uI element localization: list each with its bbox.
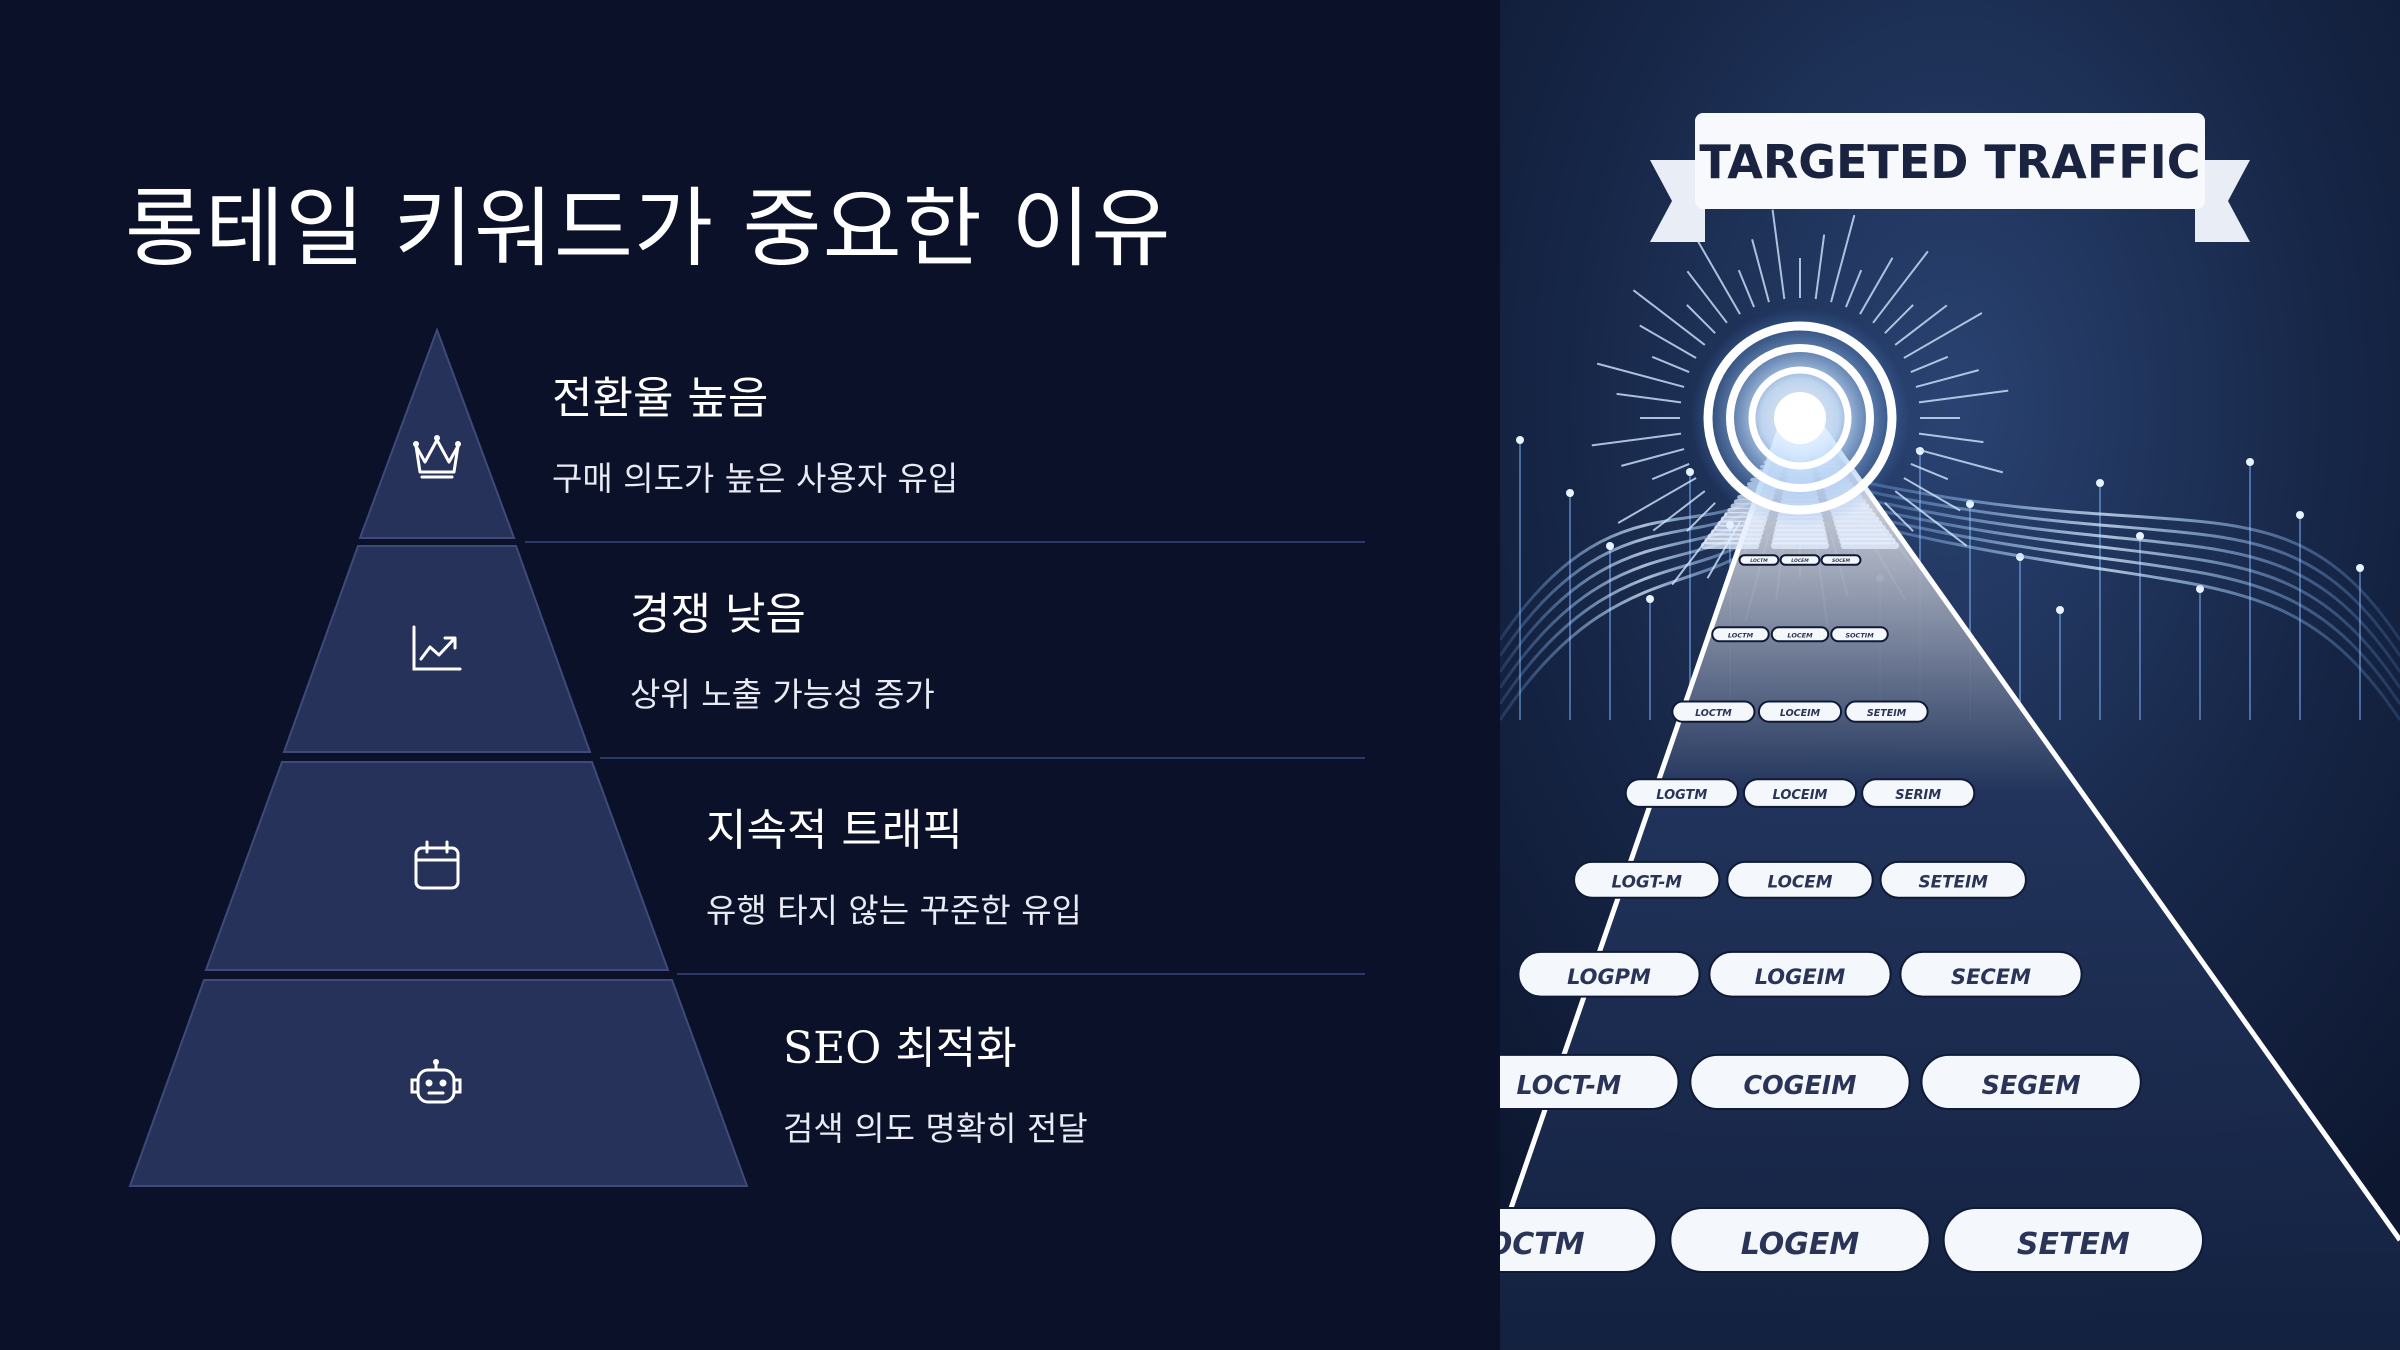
keyword-pill-label: LOCEIM	[1780, 708, 1821, 719]
keyword-pill-label: LOCTM	[1695, 708, 1732, 719]
keyword-pill-label: LOCTM	[1750, 558, 1768, 564]
keyword-pill: LOCEM	[1779, 554, 1821, 566]
calendar-icon	[414, 840, 460, 890]
keyword-pill-label: SETEIM	[1919, 872, 1989, 892]
tier-divider	[600, 757, 1365, 759]
banner-text: TARGETED TRAFFIC	[1699, 135, 2200, 189]
keyword-pill: LOCEIM	[1757, 700, 1843, 723]
tier-heading: SEO 최적화	[783, 1023, 1017, 1074]
keyword-pill-label: LOCEM	[1791, 558, 1809, 564]
tier-heading: 지속적 트래픽	[706, 805, 963, 856]
keyword-pill-label: LOCTM	[1500, 1227, 1585, 1262]
keyword-pill-label: LOGT-M	[1611, 872, 1682, 892]
keyword-pill: LOGT-M	[1573, 860, 1721, 899]
tier-label-competition: 경쟁 낮음 상위 노출 가능성 증가	[630, 578, 935, 716]
tier-description: 검색 의도 명확히 전달	[783, 1109, 1088, 1148]
pyramid-diagram	[128, 327, 749, 1187]
targeted-traffic-banner: TARGETED TRAFFIC	[1650, 113, 2250, 242]
keyword-pill: LOCEIM	[1742, 778, 1858, 808]
tier-divider	[525, 541, 1365, 543]
targeted-traffic-illustration: LOCTM LOGEM SETEM LOCT-M COGEIM SEGEM LOGPM LOG…	[1500, 0, 2400, 1350]
pyramid-tier-1	[358, 327, 516, 539]
content-pane: 롱테일 키워드가 중요한 이유 전환	[125, 179, 1365, 1187]
keyword-pill-label: LOGTM	[1656, 788, 1707, 803]
keyword-pill: LOCTM	[1671, 700, 1756, 723]
tier-label-traffic: 지속적 트래픽 유행 타지 않는 꾸준한 유입	[706, 794, 1082, 932]
keyword-pill: SETEM	[1942, 1207, 2204, 1273]
road-artwork: LOCTM LOGEM SETEM LOCT-M COGEIM SEGEM LOGPM LOG…	[1500, 0, 2400, 1350]
keyword-pill: SERIM	[1861, 778, 1976, 808]
keyword-pill-label: LOGPM	[1567, 965, 1651, 989]
keyword-pill: SOCTIM	[1830, 626, 1889, 643]
tier-heading: 경쟁 낮음	[630, 589, 806, 640]
keyword-pill-label: LOGEM	[1741, 1227, 1860, 1262]
tier-description: 상위 노출 가능성 증가	[630, 675, 935, 714]
keyword-pill-label: LOCEIM	[1773, 788, 1828, 803]
keyword-pill: LOCTM	[1738, 554, 1780, 566]
keyword-pill: LOGPM	[1517, 950, 1701, 998]
crown-icon	[413, 435, 461, 479]
pyramid-tier-3	[204, 761, 670, 971]
keyword-pill: LOCEM	[1770, 626, 1830, 643]
keyword-pill-label: LOCEM	[1787, 631, 1813, 639]
keyword-pill: SETEIM	[1879, 860, 2027, 899]
tier-description: 구매 의도가 높은 사용자 유입	[552, 459, 959, 498]
keyword-pill: LOGEIM	[1708, 950, 1892, 998]
keyword-pill-label: LOCTM	[1728, 631, 1754, 639]
keyword-pill-label: SERIM	[1895, 788, 1941, 803]
keyword-pill-label: LOCEM	[1768, 872, 1833, 892]
keyword-pill: LOCEM	[1726, 860, 1874, 899]
keyword-pill: LOCT-M	[1500, 1053, 1680, 1111]
keyword-pill: SECEM	[1899, 950, 2083, 998]
keyword-pill: LOGEM	[1669, 1207, 1931, 1273]
tier-label-seo: SEO 최적화 검색 의도 명확히 전달	[783, 1012, 1088, 1150]
keyword-pill-label: SECEM	[1951, 965, 2031, 989]
keyword-pill: LOCTM	[1500, 1207, 1658, 1273]
keyword-pill-label: LOGEIM	[1755, 965, 1846, 989]
keyword-pill: SEGEM	[1920, 1053, 2142, 1111]
keyword-pill: LOCTM	[1711, 626, 1770, 643]
tier-heading: 전환율 높음	[552, 373, 769, 424]
keyword-pill-label: SOCEM	[1832, 558, 1850, 564]
keyword-pill: SOCEM	[1820, 554, 1862, 566]
tier-label-conversion: 전환율 높음 구매 의도가 높은 사용자 유입	[552, 362, 958, 500]
pyramid-tier-4	[128, 979, 749, 1187]
keyword-pill-label: SETEIM	[1867, 708, 1907, 719]
keyword-pill: COGEIM	[1689, 1053, 1911, 1111]
keyword-pill: LOGTM	[1624, 778, 1739, 808]
keyword-pill-label: SEGEM	[1982, 1070, 2081, 1100]
trending-chart-icon	[412, 625, 462, 671]
slide-title: 롱테일 키워드가 중요한 이유	[125, 179, 1172, 279]
tier-divider	[677, 973, 1365, 975]
tier-description: 유행 타지 않는 꾸준한 유입	[706, 891, 1082, 930]
pyramid-tier-2	[282, 545, 592, 753]
keyword-pill: SETEIM	[1844, 700, 1929, 723]
robot-icon	[410, 1059, 462, 1104]
keyword-pill-label: LOCT-M	[1516, 1070, 1621, 1100]
keyword-pill-label: COGEIM	[1744, 1070, 1857, 1100]
keyword-pill-label: SOCTIM	[1845, 631, 1874, 639]
keyword-pill-label: SETEM	[2017, 1227, 2130, 1262]
